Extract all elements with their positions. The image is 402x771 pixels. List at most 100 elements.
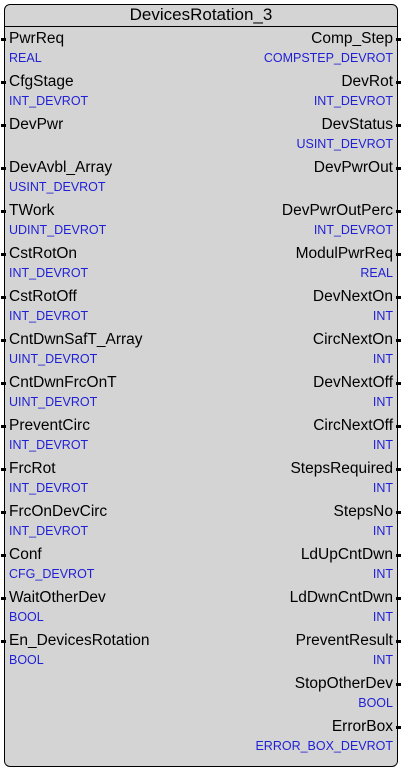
port-name: WaitOtherDev <box>9 589 106 606</box>
port-name: StopOtherDev <box>294 675 393 692</box>
output-pin-devrot[interactable] <box>396 81 401 84</box>
port-type: INT <box>372 653 393 667</box>
input-pin-twork[interactable] <box>1 210 6 213</box>
input-pin-cntdwnsaft-array[interactable] <box>1 339 6 342</box>
port-name: Comp_Step <box>311 30 393 47</box>
port-name: CntDwnSafT_Array <box>9 331 143 348</box>
port-type: BOOL <box>9 653 44 667</box>
port-name: FrcOnDevCirc <box>9 503 108 520</box>
output-pin-devnexton[interactable] <box>396 296 401 299</box>
port-name: DevNextOff <box>313 374 393 391</box>
port-type: BOOL <box>9 610 44 624</box>
input-pin-cstrotoff[interactable] <box>1 296 6 299</box>
port-name: PreventResult <box>295 632 393 649</box>
port-type: INT_DEVROT <box>9 266 89 280</box>
input-pin-pwrreq[interactable] <box>1 38 6 41</box>
output-pin-comp-step[interactable] <box>396 38 401 41</box>
port-name: ErrorBox <box>331 718 393 735</box>
port-type: UINT_DEVROT <box>9 352 98 366</box>
port-type: INT <box>372 524 393 538</box>
port-type: INT_DEVROT <box>9 524 89 538</box>
port-type: INT <box>372 352 393 366</box>
output-pin-stepsrequired[interactable] <box>396 468 401 471</box>
input-pin-frcrot[interactable] <box>1 468 6 471</box>
output-pin-devpwroutperc[interactable] <box>396 210 401 213</box>
input-pin-conf[interactable] <box>1 554 6 557</box>
output-pin-devnextoff[interactable] <box>396 382 401 385</box>
input-pin-frcondevcirc[interactable] <box>1 511 6 514</box>
output-pin-devpwrout[interactable] <box>396 167 401 170</box>
port-type: INT <box>372 309 393 323</box>
port-name: LdDwnCntDwn <box>289 589 393 606</box>
port-name: DevRot <box>341 73 393 90</box>
port-name: En_DevicesRotation <box>9 632 150 649</box>
port-type: INT_DEVROT <box>313 94 393 108</box>
port-name: DevAvbl_Array <box>9 159 113 176</box>
port-name: PwrReq <box>9 30 65 47</box>
output-pin-circnextoff[interactable] <box>396 425 401 428</box>
port-name: ModulPwrReq <box>295 245 393 262</box>
input-pin-devpwr[interactable] <box>1 124 6 127</box>
port-type: COMPSTEP_DEVROT <box>263 51 393 65</box>
input-pin-cstroton[interactable] <box>1 253 6 256</box>
input-pin-cntdwnfrcont[interactable] <box>1 382 6 385</box>
input-pin-cfgstage[interactable] <box>1 81 6 84</box>
output-pin-devstatus[interactable] <box>396 124 401 127</box>
output-pin-modulpwrreq[interactable] <box>396 253 401 256</box>
output-pin-ldupcntdwn[interactable] <box>396 554 401 557</box>
output-pin-stopotherdev[interactable] <box>396 683 401 686</box>
output-pin-preventresult[interactable] <box>396 640 401 643</box>
port-name: CfgStage <box>9 73 74 90</box>
port-type: CFG_DEVROT <box>9 567 95 581</box>
port-name: DevPwr <box>9 116 64 133</box>
port-type: INT <box>372 610 393 624</box>
port-name: CstRotOn <box>9 245 78 262</box>
port-type: UDINT_DEVROT <box>9 223 107 237</box>
output-pin-lddwncntdwn[interactable] <box>396 597 401 600</box>
port-name: TWork <box>9 202 55 219</box>
output-pin-stepsno[interactable] <box>396 511 401 514</box>
input-pin-preventcirc[interactable] <box>1 425 6 428</box>
output-pin-errorbox[interactable] <box>396 726 401 729</box>
output-port-devpwrout: DevPwrOut <box>197 158 401 200</box>
port-name: CircNextOff <box>313 417 393 434</box>
port-type: USINT_DEVROT <box>9 180 106 194</box>
port-name: Conf <box>9 546 42 563</box>
output-pin-circnexton[interactable] <box>396 339 401 342</box>
input-pin-waitotherdev[interactable] <box>1 597 6 600</box>
port-type: BOOL <box>358 696 393 710</box>
port-type: INT <box>372 481 393 495</box>
block-title: DevicesRotation_3 <box>129 5 273 24</box>
port-type: REAL <box>9 51 42 65</box>
port-name: CstRotOff <box>9 288 77 305</box>
input-pin-devavbl-array[interactable] <box>1 167 6 170</box>
port-name: DevNextOn <box>312 288 393 305</box>
port-name: DevPwrOutPerc <box>281 202 393 219</box>
port-name: FrcRot <box>9 460 56 477</box>
input-pin-en-devicesrotation[interactable] <box>1 640 6 643</box>
